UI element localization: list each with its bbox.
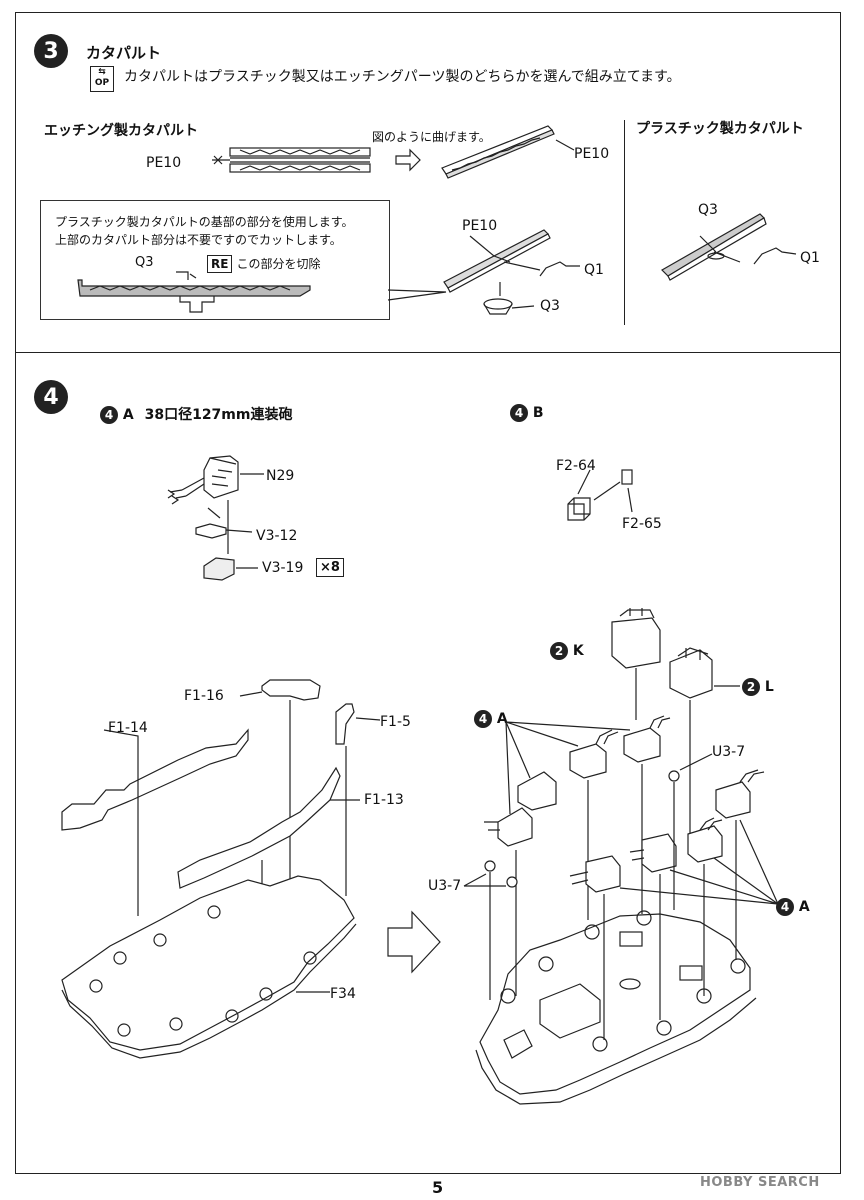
label-u3-7-b: U3-7 — [428, 878, 462, 894]
turret-4a-exploded — [167, 455, 264, 581]
page-number: 5 — [432, 1178, 444, 1197]
label-pe10-c: PE10 — [462, 218, 498, 234]
plastic-catapult — [661, 213, 797, 281]
callout-4a-2: 4 A — [776, 898, 810, 916]
label-u3-7-a: U3-7 — [712, 744, 746, 760]
label-f1-5: F1-5 — [380, 714, 411, 730]
label-f34: F34 — [330, 986, 356, 1002]
callout-2k-letter: K — [572, 643, 584, 659]
page-frame — [15, 12, 841, 1174]
callout-4a-1-letter: A — [496, 711, 508, 727]
sub4b-heading: 4 B — [510, 404, 544, 422]
note-pointer — [387, 289, 447, 301]
label-pe10-a: PE10 — [146, 155, 182, 171]
q3-base-cut — [77, 271, 311, 313]
callout-4a-1-circle: 4 — [474, 710, 492, 728]
multiplier-badge: ×8 — [316, 558, 344, 577]
label-v3-12: V3-12 — [256, 528, 298, 544]
watermark: HOBBY SEARCH — [700, 1175, 820, 1190]
plastic-heading: プラスチック製カタパルト — [636, 121, 804, 137]
label-q1-a: Q1 — [584, 262, 604, 278]
vertical-separator — [624, 120, 625, 325]
etching-heading: エッチング製カタパルト — [44, 123, 198, 139]
callout-2l-circle: 2 — [742, 678, 760, 696]
callout-2k-circle: 2 — [550, 642, 568, 660]
pe10-flat-fret — [212, 147, 371, 173]
pe10-q3-assembly — [443, 229, 580, 315]
option-icon: ⇆OP — [90, 66, 114, 92]
label-q1-b: Q1 — [800, 250, 820, 266]
label-f1-16: F1-16 — [184, 688, 224, 704]
label-q3-b: Q3 — [698, 202, 718, 218]
callout-4a-2-letter: A — [798, 899, 810, 915]
plastic-note-box: プラスチック製カタパルトの基部の部分を使用します。 上部のカタパルト部分は不要で… — [40, 200, 390, 320]
section-divider — [15, 352, 841, 353]
label-pe10-b: PE10 — [574, 146, 610, 162]
label-q3-a: Q3 — [540, 298, 560, 314]
label-f1-13: F1-13 — [364, 792, 404, 808]
label-f2-65: F2-65 — [622, 516, 662, 532]
step3-number: 3 — [34, 34, 68, 68]
step3-instruction: カタパルトはプラスチック製又はエッチングパーツ製のどちらかを選んで組み立てます。 — [124, 69, 681, 85]
sub4b-circle: 4 — [510, 404, 528, 422]
bend-note: 図のように曲げます。 — [372, 130, 491, 144]
re-badge: RE — [207, 255, 233, 273]
assembly-arrow-icon — [387, 910, 441, 974]
turrets-right — [463, 608, 779, 1040]
cut-note-text: この部分を切除 — [236, 257, 321, 271]
callout-4a-1: 4 A — [474, 710, 508, 728]
label-v3-19: V3-19 — [262, 560, 304, 576]
deck-assembled-right — [475, 910, 757, 1105]
callout-2k: 2 K — [550, 642, 584, 660]
step4-number: 4 — [34, 380, 68, 414]
deck-exploded-left — [61, 679, 381, 1059]
pe10-bent — [441, 125, 575, 179]
label-f2-64: F2-64 — [556, 458, 596, 474]
callout-2l: 2 L — [742, 678, 774, 696]
sub4a-heading: 4 A 38口径127mm連装砲 — [100, 404, 292, 424]
step3-title: カタパルト — [86, 44, 162, 62]
note-line1: プラスチック製カタパルトの基部の部分を使用します。 — [55, 215, 354, 229]
label-q3-c: Q3 — [135, 255, 154, 270]
label-n29: N29 — [266, 468, 295, 484]
bend-arrow-icon — [395, 148, 421, 172]
parts-4b — [567, 469, 633, 521]
note-line2: 上部のカタパルト部分は不要ですのでカットします。 — [55, 233, 342, 247]
sub4a-title: 38口径127mm連装砲 — [144, 407, 293, 423]
callout-4a-2-circle: 4 — [776, 898, 794, 916]
sub4a-circle: 4 — [100, 406, 118, 424]
op-label: OP — [94, 78, 110, 88]
callout-2l-letter: L — [764, 679, 774, 695]
sub4b-letter: B — [532, 405, 544, 421]
sub4a-letter: A — [122, 407, 134, 423]
